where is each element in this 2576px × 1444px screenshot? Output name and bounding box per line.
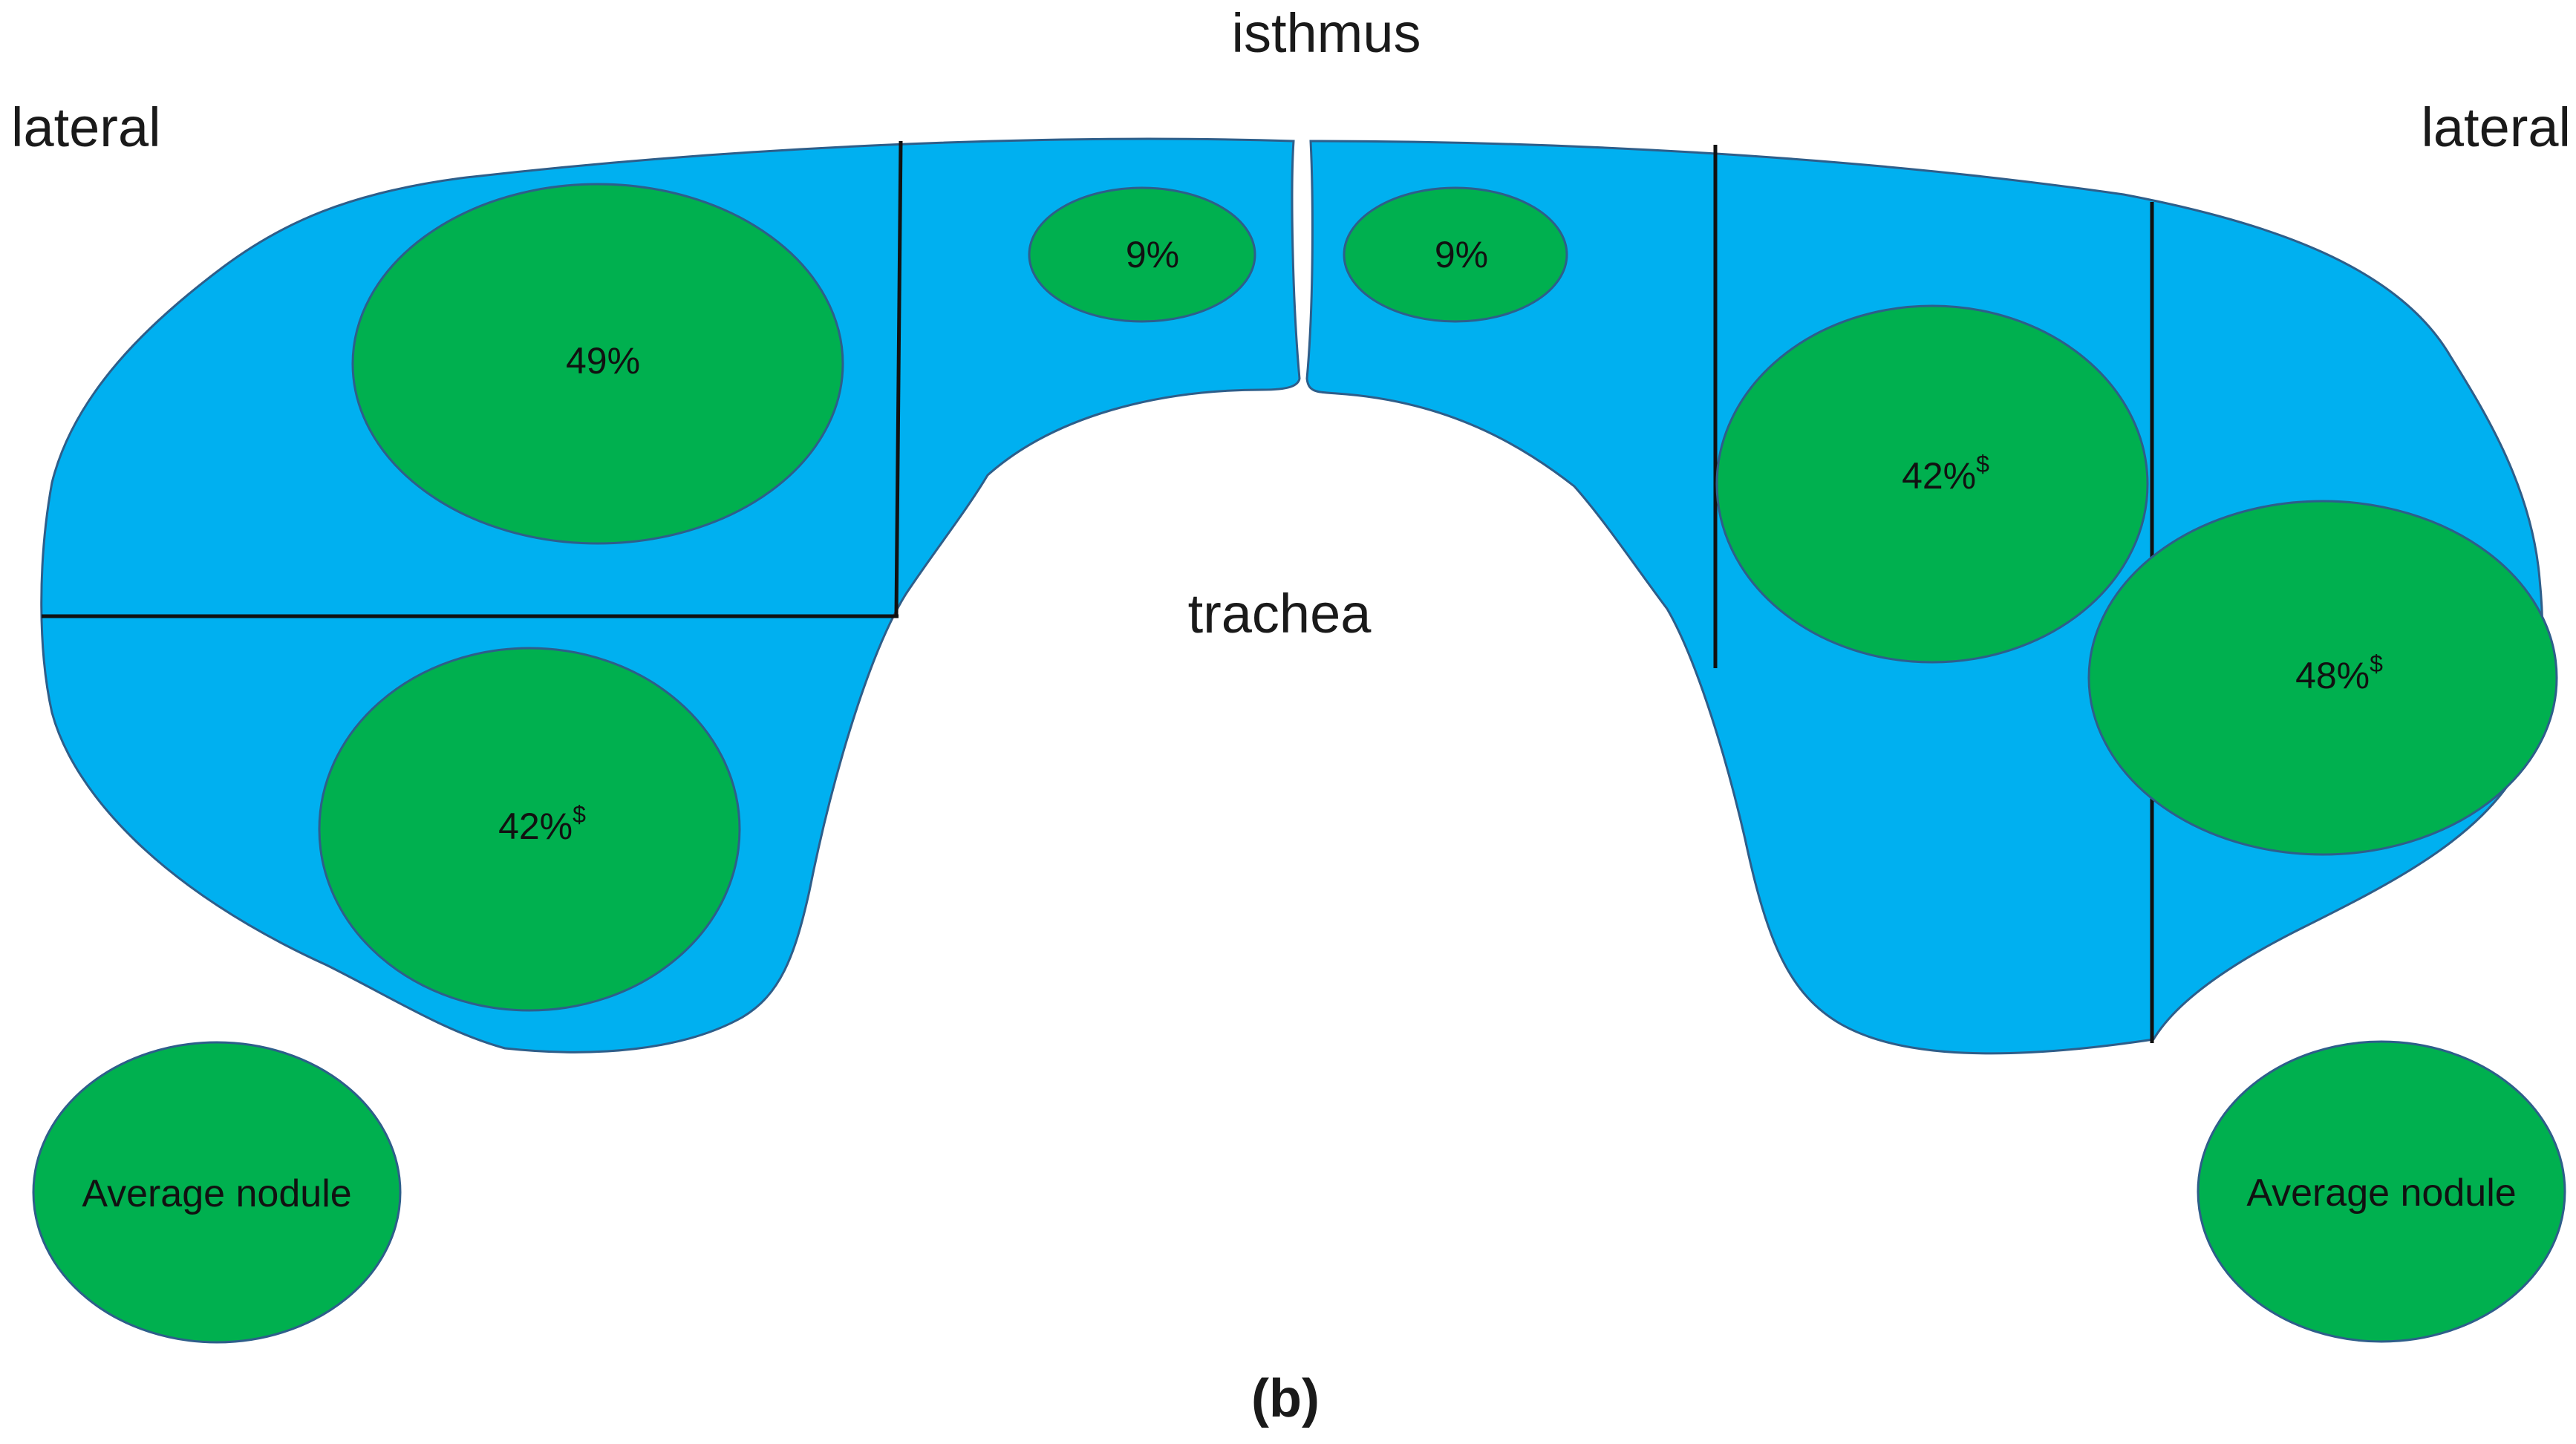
pct-left-lower-value: 42%	[498, 806, 573, 847]
legend-label-right: Average nodule	[2246, 1172, 2516, 1215]
pct-right-lateral: 48%$	[2295, 650, 2383, 696]
label-lateral-right: lateral	[2421, 97, 2571, 158]
pct-isthmus-left: 9%	[1126, 234, 1179, 275]
pct-left-upper: 49%	[566, 340, 640, 382]
pct-right-middle-value: 42%	[1902, 455, 1976, 497]
panel-label: (b)	[1251, 1369, 1320, 1428]
pct-right-middle: 42%$	[1902, 451, 1989, 497]
legend-nodule-left	[32, 1041, 402, 1344]
divider-left-vertical	[894, 140, 903, 617]
legend-label-left: Average nodule	[82, 1172, 351, 1215]
nodule-right-lateral	[2087, 500, 2558, 856]
pct-isthmus-right: 9%	[1435, 234, 1488, 275]
superscript-right-middle: $	[1976, 451, 1989, 477]
superscript-left-lower: $	[573, 801, 586, 828]
nodule-right-middle	[1715, 304, 2149, 664]
nodule-left-lower	[318, 647, 741, 1012]
label-isthmus: isthmus	[1232, 2, 1421, 64]
label-trachea: trachea	[1188, 583, 1372, 644]
nodule-left-upper	[351, 183, 844, 545]
pct-left-lower: 42%$	[498, 801, 586, 847]
nodule-isthmus-left	[1028, 186, 1256, 323]
nodule-isthmus-right	[1343, 186, 1568, 323]
pct-right-lateral-value: 48%	[2295, 655, 2370, 696]
label-lateral-left: lateral	[11, 97, 161, 158]
legend-nodule-right	[2197, 1040, 2566, 1343]
superscript-right-lateral: $	[2370, 650, 2383, 677]
